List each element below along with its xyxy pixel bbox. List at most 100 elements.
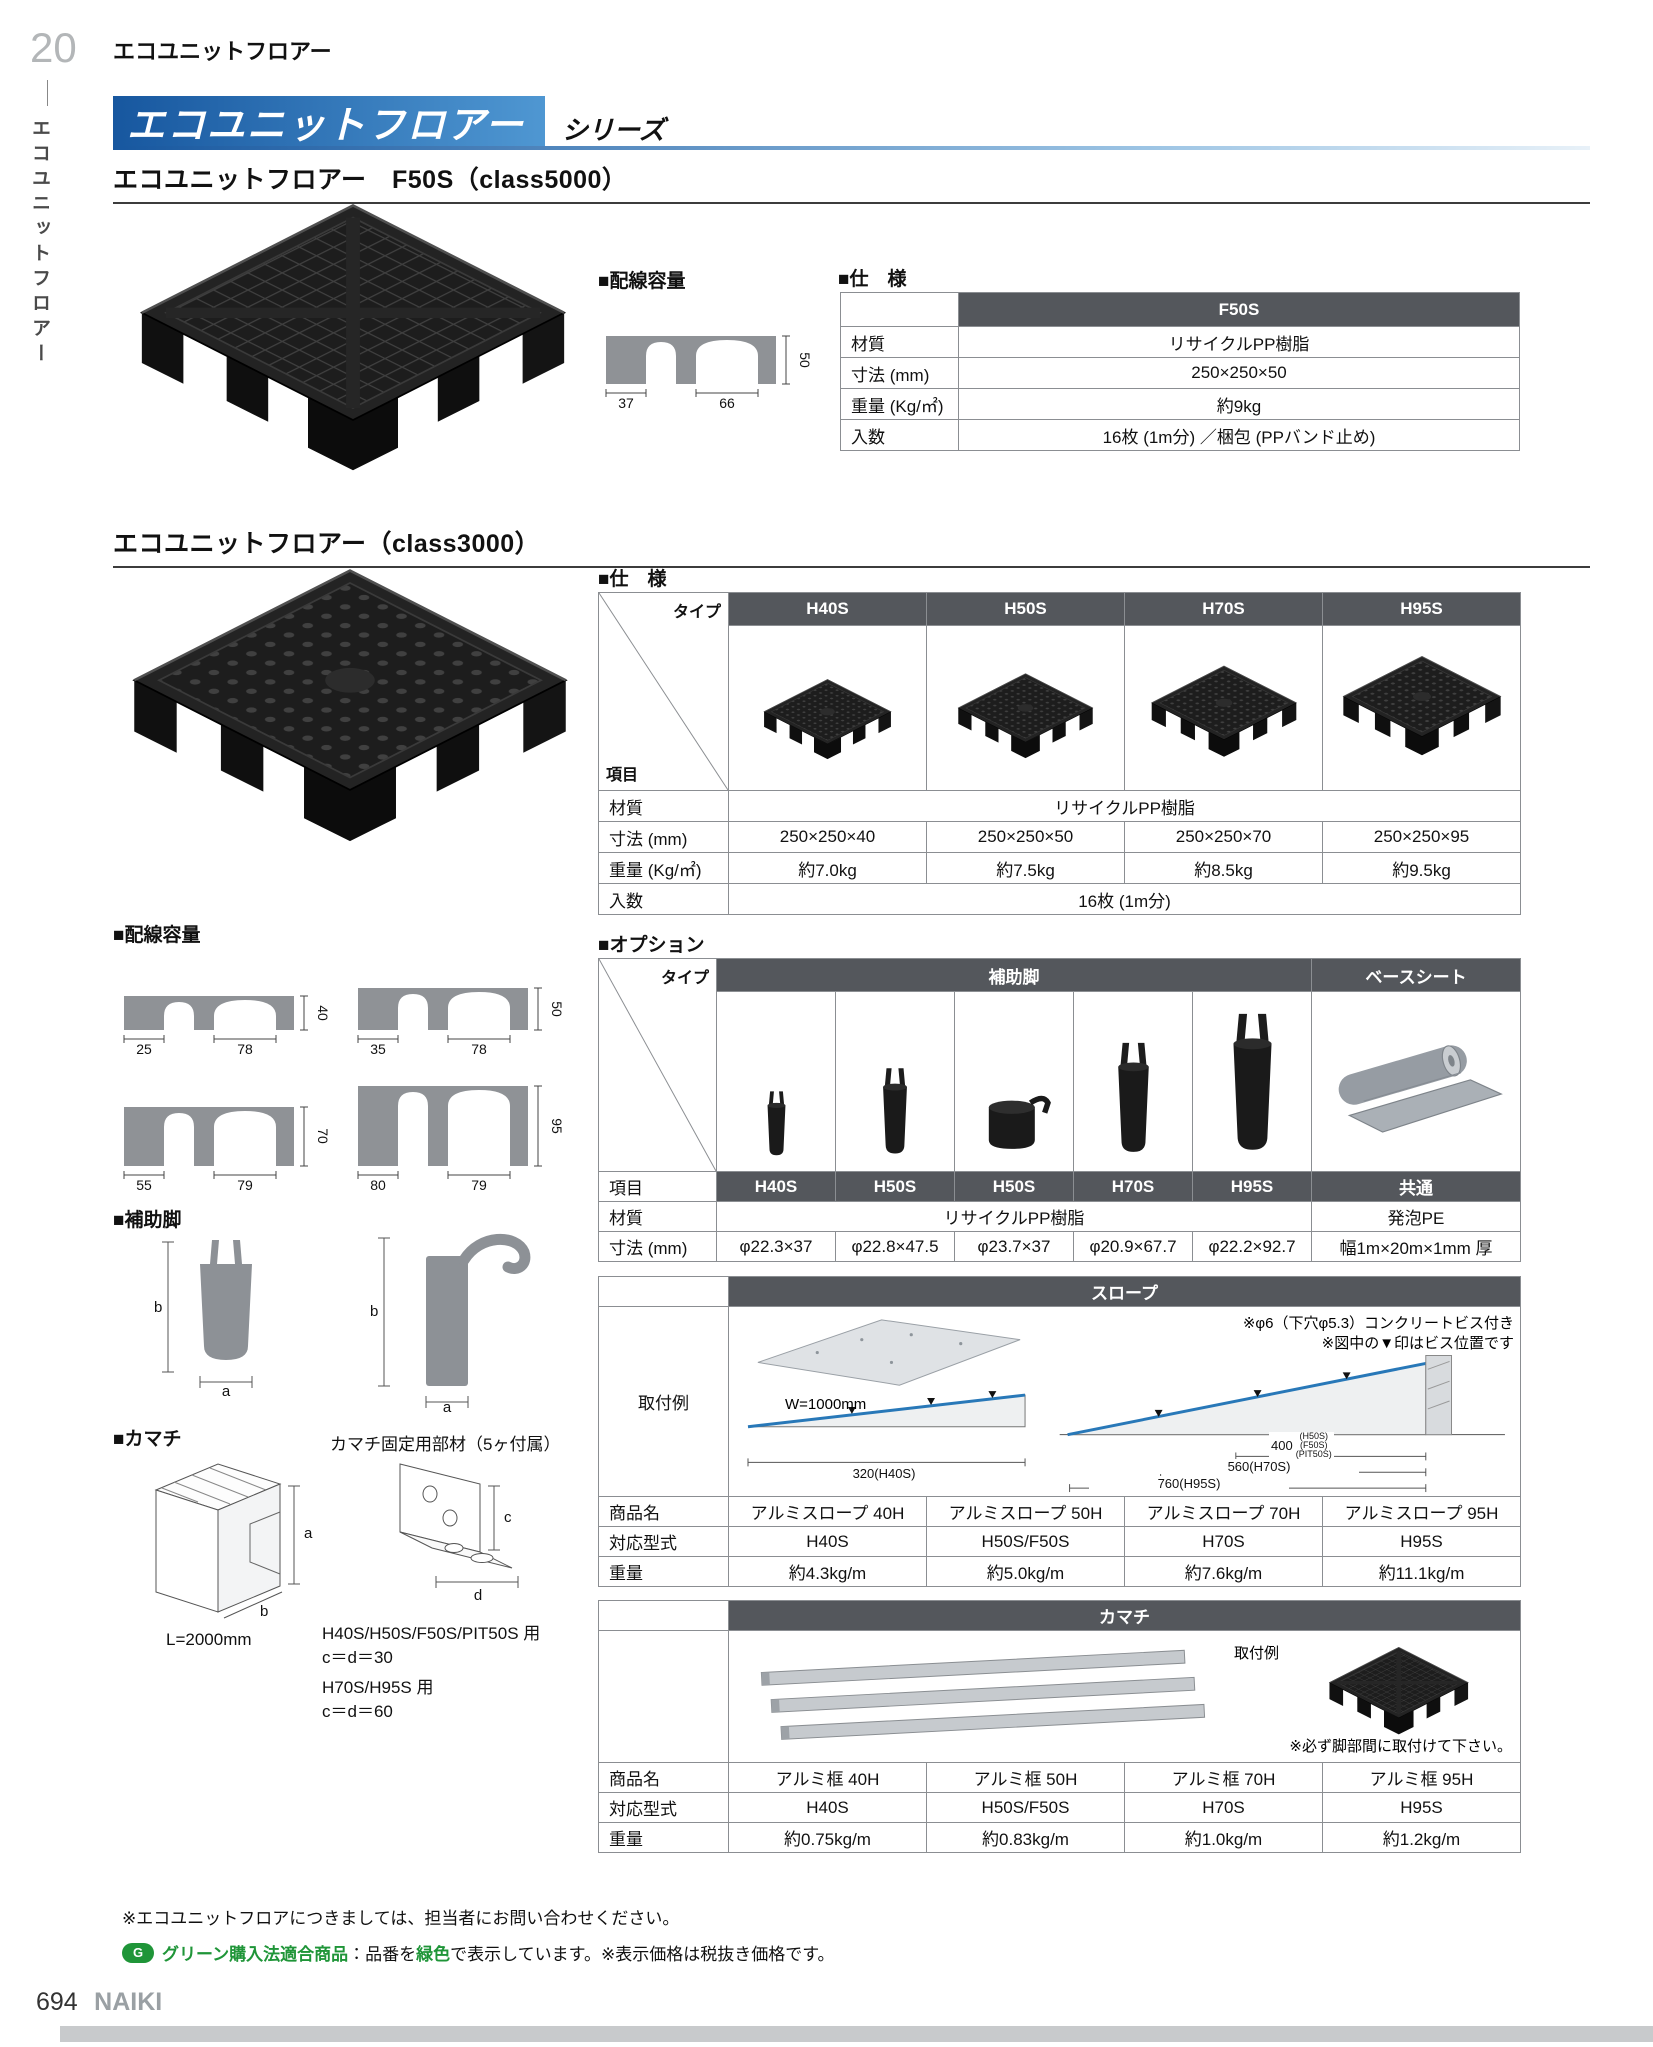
green-purchase-rest: で表示しています。※表示価格は税抜き価格です。 — [450, 1945, 835, 1964]
row-label: 入数 — [840, 419, 959, 451]
dim-label: b — [370, 1303, 378, 1320]
row-value: 約1.0kg/m — [1124, 1822, 1323, 1853]
series-banner: エコユニットフロアー — [113, 96, 545, 147]
kamachi-usage-notes: H40S/H50S/F50S/PIT50S 用 c＝d＝30 H70S/H95S… — [322, 1622, 540, 1724]
class3000-product-image — [132, 569, 568, 843]
row-value: 約5.0kg/m — [926, 1556, 1125, 1587]
class3000-spec-label: ■仕 様 — [598, 569, 667, 590]
leg-h50s-image — [882, 1067, 907, 1154]
dim-label: 79 — [237, 1177, 253, 1193]
option-col-header: H50S — [835, 1171, 955, 1202]
leg-image-cell — [954, 991, 1074, 1172]
empty-cell — [598, 1276, 729, 1307]
dim-label: 66 — [719, 395, 735, 411]
row-label: 材質 — [840, 326, 959, 358]
row-value: H40S — [728, 1526, 927, 1557]
wiring-capacity-label: ■配線容量 — [113, 925, 201, 946]
slope-table: スロープ 取付例 — [598, 1276, 1522, 1587]
dim-label: 50 — [797, 352, 813, 368]
leg-h40s-image — [767, 1090, 785, 1155]
type-header-cell: タイプ — [598, 958, 717, 1172]
dim-label: b — [154, 1299, 162, 1316]
empty-cell — [598, 1630, 729, 1763]
row-value: 約7.6kg/m — [1124, 1556, 1323, 1587]
item-label: 項目 — [606, 767, 639, 784]
dim-label: 55 — [136, 1177, 152, 1193]
row-value: 約8.5kg — [1124, 852, 1323, 884]
type-image-cell — [728, 625, 927, 791]
type-label: タイプ — [660, 970, 709, 987]
options-group-legs: 補助脚 — [716, 958, 1312, 992]
dim-400: 400 (H50S) (F50S) (PIT50S) — [1269, 1431, 1334, 1459]
row-value: 約11.1kg/m — [1321, 1556, 1522, 1587]
kamachi-note: c＝d＝60 — [322, 1702, 393, 1721]
row-value: 発泡PE — [1311, 1201, 1521, 1232]
row-value: H70S — [1124, 1792, 1323, 1823]
type-header: H40S — [728, 592, 927, 626]
empty-cell — [840, 292, 959, 327]
row-label: 寸法 (mm) — [598, 1231, 717, 1262]
f50s-section-title: エコユニットフロアー F50S（class5000） — [113, 160, 1590, 204]
dim-label: a — [304, 1525, 313, 1542]
f50s-product-image — [118, 192, 588, 527]
green-purchase-line: G グリーン購入法適合商品：品番を緑色で表示しています。※表示価格は税抜き価格で… — [122, 1940, 835, 1965]
row-value: リサイクルPP樹脂 — [728, 790, 1521, 822]
slope-note-screws: ※φ6（下穴φ5.3）コンクリートビス付き — [1242, 1314, 1515, 1332]
row-value: アルミスロープ 70H — [1124, 1496, 1323, 1527]
empty-cell — [598, 1600, 729, 1631]
diagonal-line — [599, 959, 716, 1171]
row-label: 重量 (Kg/㎡) — [840, 388, 959, 420]
item-label: 項目 — [598, 1171, 717, 1202]
kamachi-profile-drawing: a b — [154, 1463, 313, 1620]
dim-760: 760(H95S) — [1089, 1475, 1289, 1491]
bottom-edge-bar — [60, 2026, 1653, 2042]
wiring-diagram-h95s: 80 79 95 — [357, 1085, 565, 1193]
green-purchase-label: グリーン購入法適合商品 — [162, 1945, 349, 1964]
dim-560: 560(H70S) — [1159, 1458, 1359, 1474]
row-value: 約9.5kg — [1322, 852, 1521, 884]
dim-320: 320(H40S) — [852, 1465, 916, 1481]
leg-h70s-image — [1117, 1042, 1149, 1152]
type-image-cell — [1322, 625, 1521, 791]
side-vertical-title: エコユニットフロアー — [29, 118, 50, 368]
option-col-header: H70S — [1073, 1171, 1193, 1202]
install-example-label: 取付例 — [598, 1306, 729, 1497]
dim-400-model: (PIT50S) — [1295, 1448, 1332, 1459]
type-header: H95S — [1322, 592, 1521, 626]
dim-400-models: (H50S) (F50S) (PIT50S) — [1295, 1431, 1332, 1459]
row-label: 寸法 (mm) — [598, 821, 729, 853]
install-example-label: 取付例 — [1234, 1644, 1280, 1662]
row-value: 約4.3kg/m — [728, 1556, 927, 1587]
row-value: アルミスロープ 95H — [1321, 1496, 1522, 1527]
class3000-spec-table: タイプ 項目 H40S H50S H70S H95S 材質 リサイクルPP樹脂 … — [598, 592, 1521, 915]
row-value: アルミ框 70H — [1124, 1762, 1323, 1793]
pallet-h95s-image — [1342, 655, 1501, 756]
f50s-spec-table: F50S 材質 リサイクルPP樹脂 寸法 (mm) 250×250×50 重量 … — [840, 292, 1520, 451]
row-value: 約9kg — [958, 388, 1520, 420]
f50s-spec-label: ■仕 様 — [838, 269, 907, 290]
dim-label: 40 — [315, 1005, 331, 1021]
type-header: H50S — [926, 592, 1125, 626]
leg-tall-drawing: b a — [370, 1234, 531, 1414]
slope-diagram-cell: ※φ6（下穴φ5.3）コンクリートビス付き ※図中の▼印はビス位置です W=10… — [727, 1306, 1522, 1497]
kamachi-bracket-caption: カマチ固定用部材（5ヶ付属） — [330, 1435, 561, 1454]
row-label: 入数 — [598, 883, 729, 915]
kamachi-bars-image — [760, 1632, 1519, 1740]
kamachi-bracket-drawing: c d — [399, 1463, 519, 1604]
page-footer: 694 NAIKI — [36, 1988, 162, 2017]
kamachi-diagram: 取付例 ※必ず脚部間に取付けて下さい。 — [729, 1632, 1520, 1762]
row-value: 幅1m×20m×1mm 厚 — [1311, 1231, 1521, 1262]
type-item-header-cell: タイプ 項目 — [598, 592, 729, 791]
row-value: H70S — [1124, 1526, 1323, 1557]
series-banner-title: エコユニットフロアー — [127, 104, 525, 147]
type-label: タイプ — [672, 604, 721, 621]
panel-width-label: W=1000mm — [785, 1395, 867, 1413]
row-value: 約7.5kg — [926, 852, 1125, 884]
dim-400-value: 400 — [1271, 1437, 1293, 1453]
blue-rule — [113, 146, 1590, 150]
dim-label: 37 — [618, 395, 634, 411]
option-col-header: 共通 — [1311, 1171, 1521, 1202]
wiring-diagram-h40s: 25 78 40 — [123, 995, 331, 1057]
type-image-cell — [1124, 625, 1323, 791]
dim-label: a — [443, 1399, 452, 1414]
